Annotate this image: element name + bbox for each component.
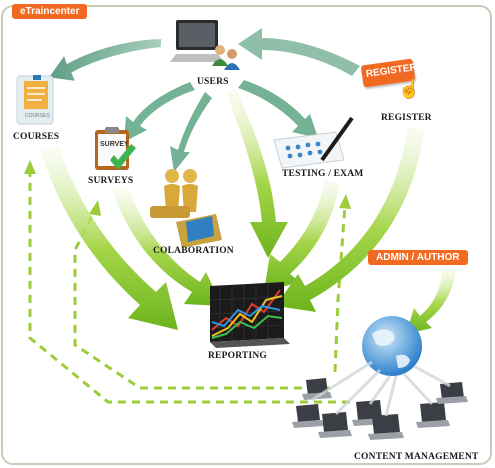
- arrow-surveys-to-reporting: [112, 188, 222, 306]
- colaboration-label: COLABORATION: [153, 246, 234, 256]
- arrow-testing-to-reporting: [264, 180, 340, 292]
- arrow-users-to-courses: [49, 39, 162, 81]
- courses-document-icon: [16, 75, 54, 125]
- content-globe-icon: [362, 316, 422, 376]
- arrow-users-to-testing: [238, 80, 318, 138]
- surveys-label: SURVEYS: [88, 176, 134, 186]
- reporting-chart-icon: [209, 282, 290, 348]
- dashed-connector-surveys: [73, 200, 330, 390]
- arrow-users-to-reporting: [226, 90, 288, 258]
- arrow-users-to-colaboration: [170, 92, 212, 172]
- survey-clipboard-icon: [95, 127, 136, 170]
- register-label: REGISTER: [381, 113, 432, 123]
- arrow-courses-to-reporting: [40, 146, 178, 330]
- courses-doc-caption: COURSES: [25, 113, 50, 119]
- survey-board-text: SURVEY: [100, 141, 129, 148]
- reporting-label: REPORTING: [208, 351, 267, 361]
- users-label: USERS: [197, 77, 229, 87]
- users-computer-icon: [170, 20, 240, 70]
- courses-label: COURSES: [13, 132, 60, 142]
- arrow-register-to-reporting: [276, 126, 424, 312]
- arrow-admin-to-content: [406, 268, 456, 334]
- pointer-hand-icon: ☝: [398, 79, 421, 99]
- arrow-users-to-surveys: [124, 82, 195, 142]
- admin-author-tag: ADMIN / AUTHOR: [368, 250, 468, 265]
- etraincenter-tag: eTraincenter: [12, 4, 88, 19]
- content-management-label: CONTENT MANAGEMENT: [354, 452, 479, 462]
- content-laptops-icon: [292, 378, 468, 440]
- exam-sheet-icon: [273, 116, 354, 169]
- testing-exam-label: TESTING / EXAM: [282, 169, 364, 179]
- dashed-connector-courses: [24, 160, 350, 404]
- colaboration-figures-icon: [150, 169, 222, 248]
- dashed-connector-testing: [333, 194, 351, 373]
- content-rays: [311, 360, 451, 417]
- register-sign-text: REGISTER: [365, 62, 418, 81]
- arrow-register-to-users: [238, 28, 360, 76]
